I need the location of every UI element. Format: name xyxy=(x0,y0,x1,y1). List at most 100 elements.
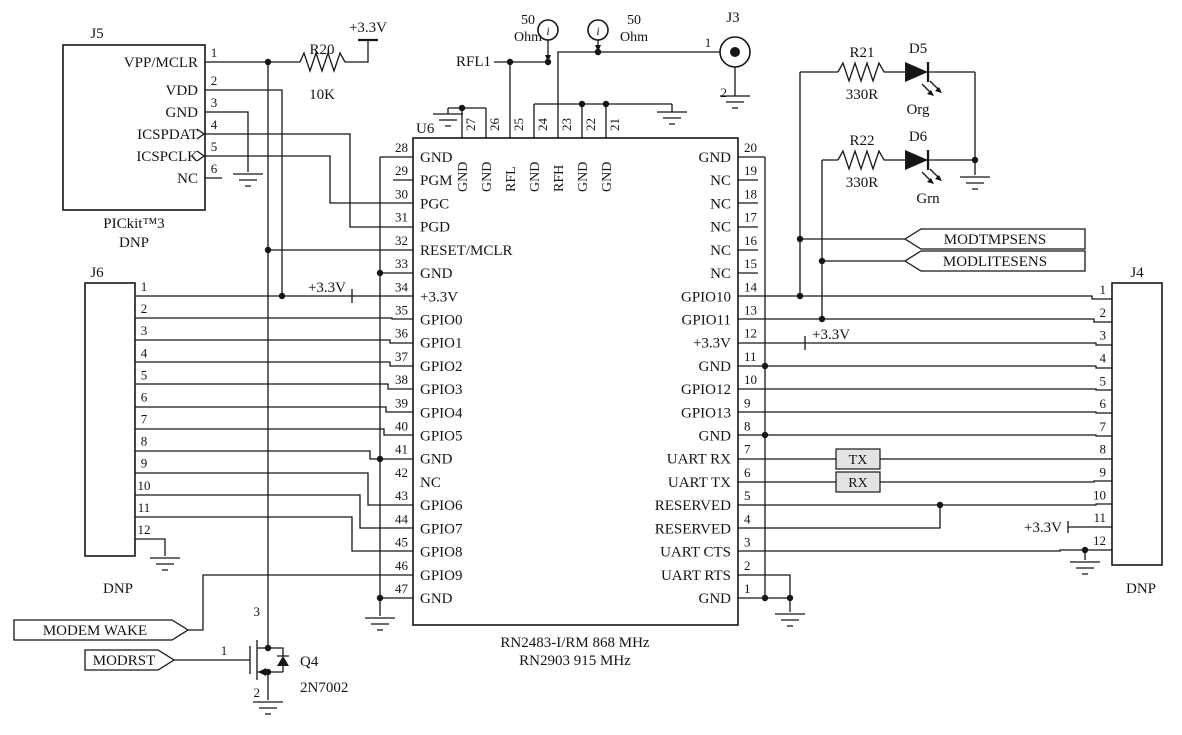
u6-left-pin-number: 41 xyxy=(395,442,408,457)
j5-connector-body xyxy=(62,44,206,211)
q4-part-label: 2N7002 xyxy=(300,680,348,696)
u6-right-pin-number: 2 xyxy=(744,558,751,573)
u6-right-pin-name: RESERVED xyxy=(655,498,731,514)
u6-top-pin-name: RFL xyxy=(504,166,519,192)
u6-right-pin-number: 18 xyxy=(744,186,757,201)
j6-ref-label: J6 xyxy=(90,265,104,281)
u6-top-pin-name: GND xyxy=(456,162,471,192)
j4-pin-number: 11 xyxy=(1093,510,1106,525)
wires-bottom-left xyxy=(174,574,413,661)
j6-pin-number: 4 xyxy=(141,345,148,360)
power-33v-label-pin34: +3.3V xyxy=(308,280,346,296)
u6-right-pin-number: 10 xyxy=(744,372,757,387)
u6-left-pin-number: 42 xyxy=(395,465,408,480)
j4-ref-label: J4 xyxy=(1130,265,1144,281)
u6-left-pin-number: 39 xyxy=(395,395,408,410)
j6-dnp-label: DNP xyxy=(103,581,133,597)
u6-left-pin-number: 36 xyxy=(395,326,409,341)
j6-pin-number: 6 xyxy=(141,389,148,404)
j6-pin-number: 12 xyxy=(138,522,151,537)
power-33v-label-j4: +3.3V xyxy=(1024,520,1062,536)
j5-ref-label: J5 xyxy=(90,26,103,42)
j6-pin-number: 2 xyxy=(141,301,148,316)
u6-right-pin-name: RESERVED xyxy=(655,521,731,537)
u6-left-pin-number: 47 xyxy=(395,581,409,596)
u6-left-pin-number: 37 xyxy=(395,349,409,364)
j5-caption-label: PICkit™3 xyxy=(103,216,164,232)
j6-pin-number: 9 xyxy=(141,456,148,471)
probe-right-current-icon: i xyxy=(596,24,599,38)
u6-left-pin-name: GPIO6 xyxy=(420,498,463,514)
junction-dots xyxy=(264,48,1089,676)
r22-ref-label: R22 xyxy=(849,133,874,149)
u6-right-pin-name: GND xyxy=(699,429,732,445)
probe-right-ohms-line2: Ohm xyxy=(620,30,648,45)
u6-right-pin-number: 1 xyxy=(744,581,751,596)
u6-left-pin-name: GND xyxy=(420,266,453,282)
j6-pin-number: 10 xyxy=(138,478,151,493)
u6-left-pin-name: GPIO8 xyxy=(420,545,463,561)
j3-pin2-number: 2 xyxy=(721,85,728,100)
icspdat-arrow-icon xyxy=(196,128,206,140)
u6-right-pin-name: UART RTS xyxy=(661,568,731,584)
u6-top-pin-number: 27 xyxy=(463,118,478,132)
u6-left-pin-name: GPIO4 xyxy=(420,405,463,421)
rf-probe-right xyxy=(587,19,609,52)
u6-left-pin-name: GPIO7 xyxy=(420,521,463,537)
r22-resistor-symbol xyxy=(837,148,888,172)
d6-color-label: Grn xyxy=(916,191,940,207)
rx-net-label: RX xyxy=(848,476,867,491)
j5-pin-number: 2 xyxy=(211,73,218,88)
u6-left-pin-number: 29 xyxy=(395,163,408,178)
r21-resistor-symbol xyxy=(837,60,888,84)
u6-right-pin-name: GND xyxy=(699,359,732,375)
u6-right-pin-number: 4 xyxy=(744,511,751,526)
u6-left-pin-number: 33 xyxy=(395,256,408,271)
j4-pin-number: 8 xyxy=(1100,442,1107,457)
u6-top-pin-number: 22 xyxy=(583,118,598,131)
u6-top-pin-name: GND xyxy=(600,162,615,192)
j4-pin-number: 6 xyxy=(1100,396,1107,411)
j6-pin-number: 7 xyxy=(141,412,148,427)
r21-value-label: 330R xyxy=(846,87,879,103)
u6-left-pin-number: 31 xyxy=(395,210,408,225)
u6-right-pin-number: 15 xyxy=(744,256,757,271)
probe-left-current-icon: i xyxy=(546,24,549,38)
u6-left-pin-name: GND xyxy=(420,591,453,607)
d5-led-symbol xyxy=(905,62,942,96)
u6-left-pin-name: GPIO0 xyxy=(420,312,463,328)
u6-top-pin-number: 25 xyxy=(511,118,526,131)
modtmpsens-flag xyxy=(903,228,1086,250)
wires-j6 xyxy=(135,317,413,556)
u6-right-pin-name: GND xyxy=(699,150,732,166)
j6-pin-number: 11 xyxy=(138,500,151,515)
j4-pin-number: 10 xyxy=(1093,487,1106,502)
ground-symbols xyxy=(150,95,1100,715)
u6-left-pin-number: 30 xyxy=(395,186,408,201)
j6-pin-number: 5 xyxy=(141,367,148,382)
u6-left-pin-name: NC xyxy=(420,475,441,491)
tx-net-label-box xyxy=(835,448,881,470)
j3-connector-symbol xyxy=(719,36,751,68)
u6-ic-body xyxy=(412,137,739,626)
u6-left-pin-number: 43 xyxy=(395,488,408,503)
j3-ref-label: J3 xyxy=(726,10,739,26)
generated-pin-labels: 28GND29PGM30PGC31PGD32RESET/MCLR33GND34+… xyxy=(124,45,1107,607)
j5-pin-name: ICSPCLK xyxy=(136,149,198,165)
j6-pin-number: 3 xyxy=(141,323,148,338)
u6-left-pin-number: 44 xyxy=(395,511,409,526)
modrst-label: MODRST xyxy=(93,653,156,669)
u6-right-pin-name: UART CTS xyxy=(660,545,731,561)
j4-pin-number: 3 xyxy=(1100,328,1107,343)
j4-dnp-label: DNP xyxy=(1126,581,1156,597)
u6-right-pin-number: 5 xyxy=(744,488,751,503)
icspclk-arrow-icon xyxy=(196,150,206,162)
u6-right-pin-name: GPIO10 xyxy=(681,289,731,305)
j5-pin-number: 1 xyxy=(211,45,218,60)
d5-ref-label: D5 xyxy=(909,41,927,57)
j6-pin-number: 1 xyxy=(141,279,148,294)
probe-left-ohms-line1: 50 xyxy=(521,13,535,28)
u6-top-pin-number: 21 xyxy=(607,118,622,131)
